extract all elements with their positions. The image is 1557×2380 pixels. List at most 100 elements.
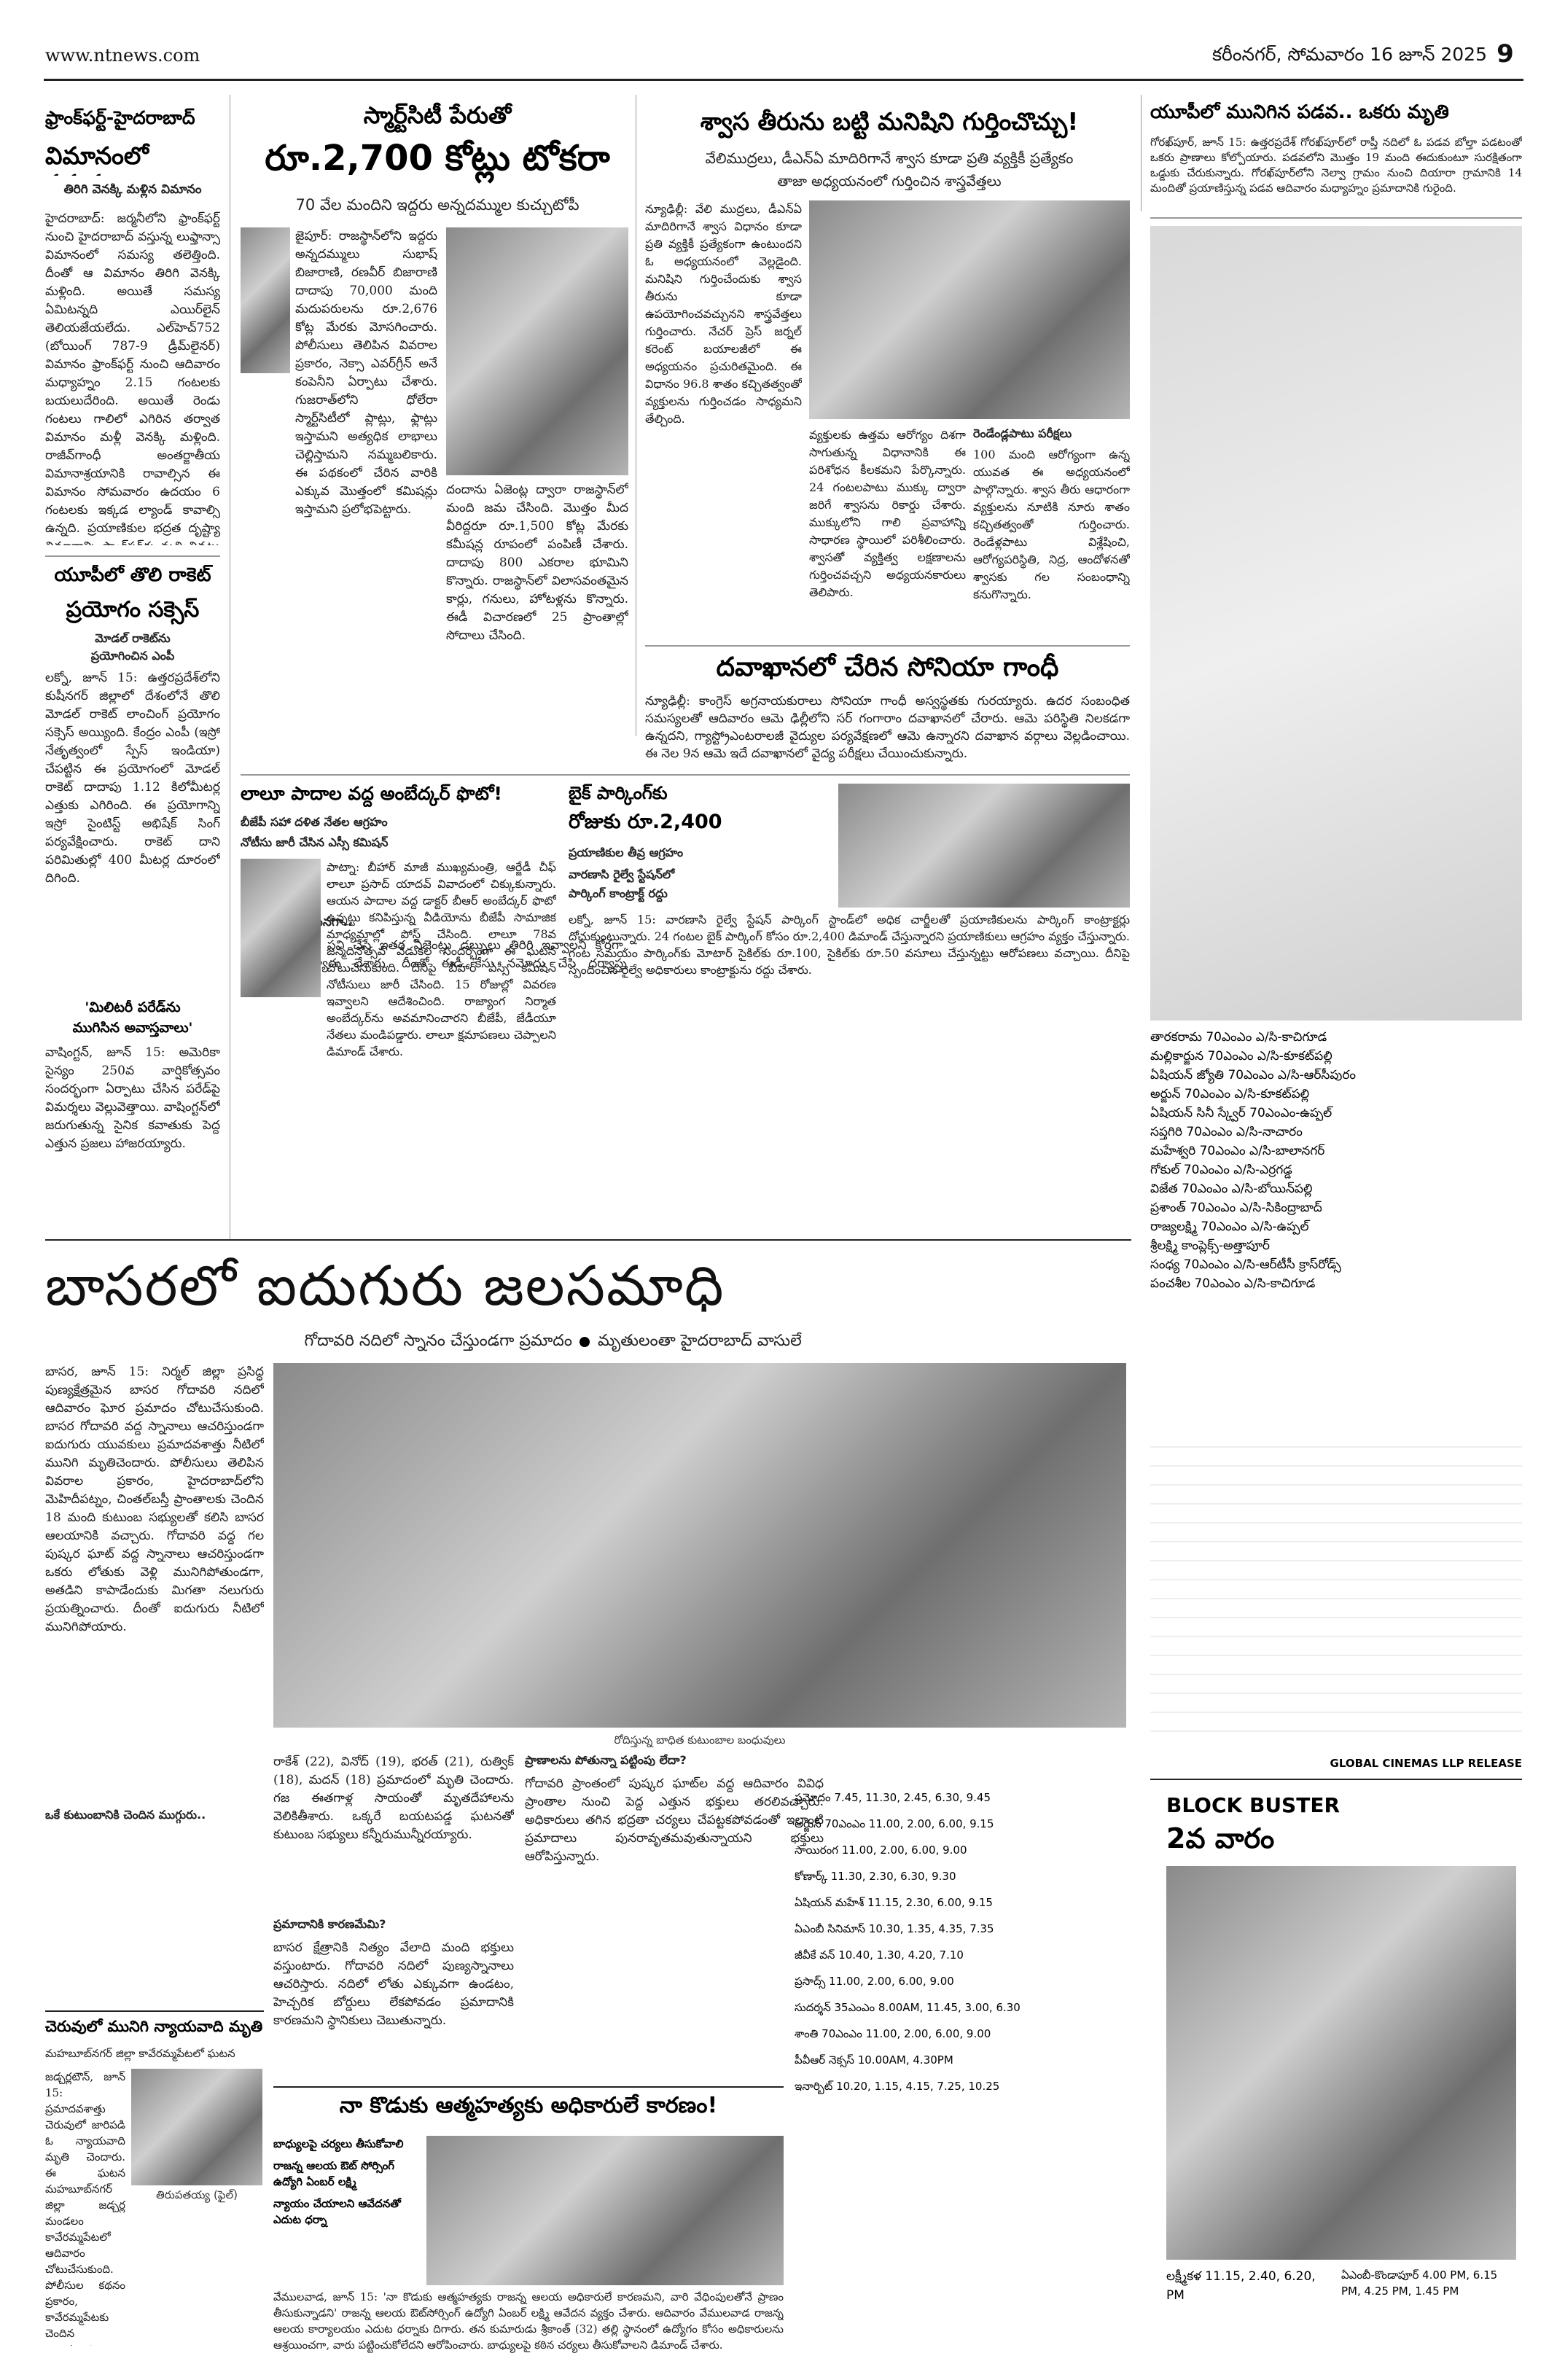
- page-number: 9: [1496, 39, 1514, 69]
- story11-bullet: బాధ్యులపై చర్యలు తీసుకోవాలి: [273, 2137, 404, 2150]
- film-listing-item: రాజ్యలక్ష్మి 70ఎంఎం ఎ/సి-ఉప్పల్: [1150, 1220, 1309, 1234]
- story5-body: గోరఖ్‌పూర్, జూన్ 15: ఉత్తరప్రదేశ్ గోరఖ్‌…: [1150, 136, 1522, 195]
- story8-headline-line2: రోజుకు రూ.2,400: [569, 811, 722, 833]
- film-listing-item: మల్లికార్జున 70ఎంఎం ఎ/సి-కూకట్‌పల్లి: [1150, 1049, 1332, 1064]
- showtime-item: ఇనార్బిట్ 10.20, 1.15, 4.15, 7.25, 10.25: [795, 2080, 1000, 2093]
- story2-headline-line1: యూపీలో తొలి రాకెట్: [54, 565, 211, 586]
- story9-body-col4: గోదావరి ప్రాంతంలో పుష్కర ఘాట్‌ల వద్ద ఆది…: [525, 1776, 824, 1864]
- story9-photo-caption: రోదిస్తున్న బాధిత కుటుంబాల బంధువులు: [614, 1733, 786, 1747]
- story10-subhead: మహబూబ్‌నగర్ జిల్లా కావేరమ్మపేటలో ఘటన: [45, 2047, 235, 2060]
- story7-photo: [241, 859, 321, 997]
- cinema-showtimes: ప్రమోదం 7.45, 11.30, 2.45, 6.30, 9.45 అర…: [795, 1790, 1203, 2358]
- story7-subhead-line2: నోటీసు జారీ చేసిన ఎస్సీ కమిషన్: [241, 835, 389, 849]
- film-listing-item: తారకరామ 70ఎంఎం ఎ/సి-కాచిగూడ: [1150, 1030, 1327, 1045]
- story7-subhead-line1: బీజేపీ సహా దళిత నేతల ఆగ్రహం: [241, 815, 388, 829]
- story2-sidebar-headline-line1: 'మిలిటరీ పరేడ్‌ను: [85, 1000, 181, 1015]
- story8-bullet2-line2: పార్కింగ్ కాంట్రాక్ట్ రద్దు: [569, 886, 668, 900]
- story8-bullet2-line1: వారణాసి రైల్వే స్టేషన్‌లో: [569, 867, 675, 881]
- showtime-item: ఏఎంబీ సినిమాస్ 10.30, 1.35, 4.35, 7.35: [795, 1922, 994, 1935]
- showtime-item: సుదర్శన్ 35ఎంఎం 8.00AM, 11.45, 3.00, 6.3…: [795, 2001, 1021, 2014]
- story7-top-rule: [241, 774, 1130, 776]
- story7-headline: లాలూ పాదాల వద్ద అంబేద్కర్ ఫొటో!: [241, 784, 502, 804]
- story6-headline: దవాఖానలో చేరిన సోనియా గాంధీ: [716, 652, 1059, 682]
- column-rule-right: [1141, 95, 1142, 211]
- block-buster-title: BLOCK BUSTER: [1166, 1793, 1341, 1817]
- story2-subhead-line2: ప్రయోగించిన ఎంపీ: [90, 649, 175, 663]
- showtime-item: కోణార్క్ 11.30, 2.30, 6.30, 9.30: [795, 1870, 956, 1883]
- cinema-film-listing: తారకరామ 70ఎంఎం ఎ/సి-కాచిగూడ మల్లికార్జున…: [1150, 1028, 1522, 1436]
- story10-body: జడ్చర్లటౌన్, జూన్ 15: ప్రమాదవశాత్తు చెరు…: [45, 2070, 125, 2346]
- film-listing-item: శ్రీలక్ష్మి కాంప్లెక్స్-అత్తాపూర్: [1150, 1238, 1270, 1253]
- story6-body: న్యూఢిల్లీ: కాంగ్రెస్ అగ్రనాయకురాలు సోని…: [645, 694, 1130, 761]
- film-listing-item: విజేత 70ఎంఎం ఎ/సి-బోయిన్‌పల్లి: [1150, 1182, 1313, 1196]
- film-listing-item: ప్రశాంత్ 70ఎంఎం ఎ/సి-సికింద్రాబాద్: [1150, 1201, 1322, 1215]
- film-listing-item: గోకుల్ 70ఎంఎం ఎ/సి-ఎర్రగడ్డ: [1150, 1163, 1292, 1177]
- story8-bullet1: ప్రయాణికుల తీవ్ర ఆగ్రహం: [569, 846, 684, 859]
- story9-body-col1: బాసర, జూన్ 15: నిర్మల్ జిల్లా ప్రసిద్ధ ప…: [45, 1365, 264, 1634]
- story8-headline-line1: బైక్ పార్కింగ్‌కు: [569, 784, 668, 803]
- story11-top-rule: [273, 2086, 784, 2088]
- masthead-website[interactable]: www.ntnews.com: [45, 45, 200, 66]
- story4-body-col2: వ్యక్తులకు ఉత్తమ ఆరోగ్యం దిశగా సాగుతున్న…: [809, 428, 966, 599]
- story2-subhead-line1: మోడల్ రాకెట్‌ను: [95, 631, 171, 645]
- story3-photo: [241, 227, 290, 373]
- story3-body-col1: జైపూర్: రాజస్థాన్‌లోని ఇద్దరు అన్నదమ్ముల…: [295, 229, 437, 517]
- story8-photo: [838, 784, 1130, 908]
- story9-top-rule: [45, 1239, 1131, 1241]
- story9-subhead-part1: గోదావరి నదిలో స్నానం చేస్తుండగా ప్రమాదం: [304, 1332, 572, 1350]
- story2-headline-line2: ప్రయోగం సక్సెస్: [66, 598, 200, 623]
- showtime-item: ఏషియన్ మహేశ్ 11.15, 2.30, 6.00, 9.15: [795, 1896, 993, 1909]
- story10-photo-caption: తిరుపతయ్య (ఫైల్): [156, 2188, 238, 2201]
- story11-bullets: బాధ్యులపై చర్యలు తీసుకోవాలి రాజన్న ఆలయ ఔ…: [273, 2136, 419, 2311]
- story11-body: వేములవాడ, జూన్ 15: 'నా కొడుకు ఆత్మహత్యకు…: [273, 2290, 784, 2352]
- block-buster-subtitle: 2వ వారం: [1166, 1822, 1275, 1854]
- film-listing-item: పంచశీల 70ఎంఎం ఎ/సి-కాచిగూడ: [1150, 1276, 1316, 1291]
- showtime-item: శాంతి 70ఎంఎం 11.00, 2.00, 6.00, 9.00: [795, 2027, 991, 2040]
- story8-body: లక్నో, జూన్ 15: వారణాసి రైల్వే స్టేషన్ ప…: [569, 913, 1130, 977]
- distributor-credit: GLOBAL CINEMAS LLP RELEASE: [1330, 1757, 1522, 1770]
- bottom-showtimes-right: ఏఎంబీ-కొండాపూర్ 4.00 PM, 6.15 PM, 4.25 P…: [1341, 2268, 1498, 2298]
- story4-body-col3: 100 మంది ఆరోగ్యంగా ఉన్న యువత ఈ అధ్యయనంలో…: [973, 448, 1130, 601]
- showtime-item: సాయిరంగ 11.00, 2.00, 6.00, 9.00: [795, 1843, 967, 1857]
- story11-bullet: న్యాయం చేయాలని ఆవేదనతో ఎదుట ధర్నా: [273, 2197, 401, 2226]
- story9-subhead-part2: మృతులంతా హైదరాబాద్ వాసులే: [598, 1332, 802, 1350]
- story1-body: హైదరాబాద్: జర్మనీలోని ఫ్రాంక్‌ఫర్ట్ నుంచ…: [45, 211, 220, 545]
- story7-body: పాట్నా: బీహార్ మాజీ ముఖ్యమంత్రి, ఆర్జేడీ…: [327, 860, 556, 1058]
- film-listing-item: ఏషియన్ జ్యోతి 70ఎంఎం ఎ/సి-ఆర్‌సీపురం: [1150, 1068, 1357, 1082]
- story10-photo: [131, 2069, 262, 2185]
- story3-headline: రూ.2,700 కోట్లు టోకరా: [265, 138, 610, 179]
- showtime-item: అర్జున్ 70ఎంఎం 11.00, 2.00, 6.00, 9.15: [795, 1817, 994, 1830]
- film-listing-item: అర్జున్ 70ఎంఎం ఎ/సి-కూకట్‌పల్లి: [1150, 1087, 1310, 1101]
- showtime-item: ప్రసాద్స్ 11.00, 2.00, 6.00, 9.00: [795, 1975, 954, 1988]
- story5-headline: యూపీలో మునిగిన పడవ.. ఒకరు మృతి: [1150, 102, 1449, 123]
- advertisement-image: [1150, 226, 1522, 1021]
- story9-section-head1: ఒకే కుటుంబానికి చెందిన ముగ్గురు..: [45, 1808, 206, 1822]
- story11-headline: నా కొడుకు ఆత్మహత్యకు అధికారులే కారణం!: [339, 2094, 718, 2118]
- story9-headline: బాసరలో ఐదుగురు జలసమాధి: [45, 1253, 725, 1318]
- story1-headline-line2: విమానంలో సమస్య: [45, 142, 149, 176]
- story10-top-rule: [45, 2010, 264, 2012]
- showtime-item: ప్రమోదం 7.45, 11.30, 2.45, 6.30, 9.45: [795, 1791, 991, 1804]
- story3-kicker: స్మార్ట్‌సిటీ పేరుతో: [363, 102, 512, 129]
- story10-headline: చెరువులో మునిగి న్యాయవాది మృతి: [45, 2018, 263, 2035]
- story11-photo: [426, 2136, 784, 2285]
- showtime-item: పీవీఆర్ నెక్సస్ 10.00AM, 4.30PM: [795, 2053, 953, 2067]
- story9-bullet-icon: [580, 1337, 590, 1347]
- story9-photo: [273, 1363, 1126, 1728]
- story2-sidebar-body: వాషింగ్టన్, జూన్ 15: అమెరికా సైన్యం 250వ…: [45, 1045, 220, 1151]
- story3-body-col2: దందాను ఏజెంట్ల ద్వారా రాజస్థాన్‌లో మంది …: [446, 483, 628, 643]
- film-listing-item: సప్తగిరి 70ఎంఎం ఎ/సి-నాచారం: [1150, 1125, 1303, 1139]
- film-listing-item: మహేశ్వరి 70ఎంఎం ఎ/సి-బాలానగర్: [1150, 1144, 1325, 1158]
- story4-section-head: రెండేండ్లపాటు పరీక్షలు: [973, 426, 1072, 440]
- story3-subhead: 70 వేల మందిని ఇద్దరు అన్నదమ్ముల కుచ్చుటో…: [295, 196, 580, 214]
- story9-body-col2: రాకేశ్ (22), వినోద్ (19), భరత్ (21), రుత…: [273, 1755, 514, 1842]
- story9-section-head3: ప్రాణాలను పోతున్నా పట్టింపు లేదా?: [525, 1753, 687, 1767]
- story1-divider: [45, 555, 220, 557]
- story5-divider: [1150, 217, 1522, 219]
- block-buster-poster: [1166, 1866, 1516, 2260]
- story9-section-head2: ప్రమాదానికి కారణమేమి?: [273, 1917, 386, 1931]
- cinema-rule: [1150, 1779, 1522, 1780]
- story2-sidebar-headline-line2: ముగిసిన అవాస్తవాలు': [72, 1021, 193, 1036]
- masthead-dateline: కరీంనగర్, సోమవారం 16 జూన్ 2025: [1212, 44, 1487, 65]
- story4-photo: [809, 200, 1130, 419]
